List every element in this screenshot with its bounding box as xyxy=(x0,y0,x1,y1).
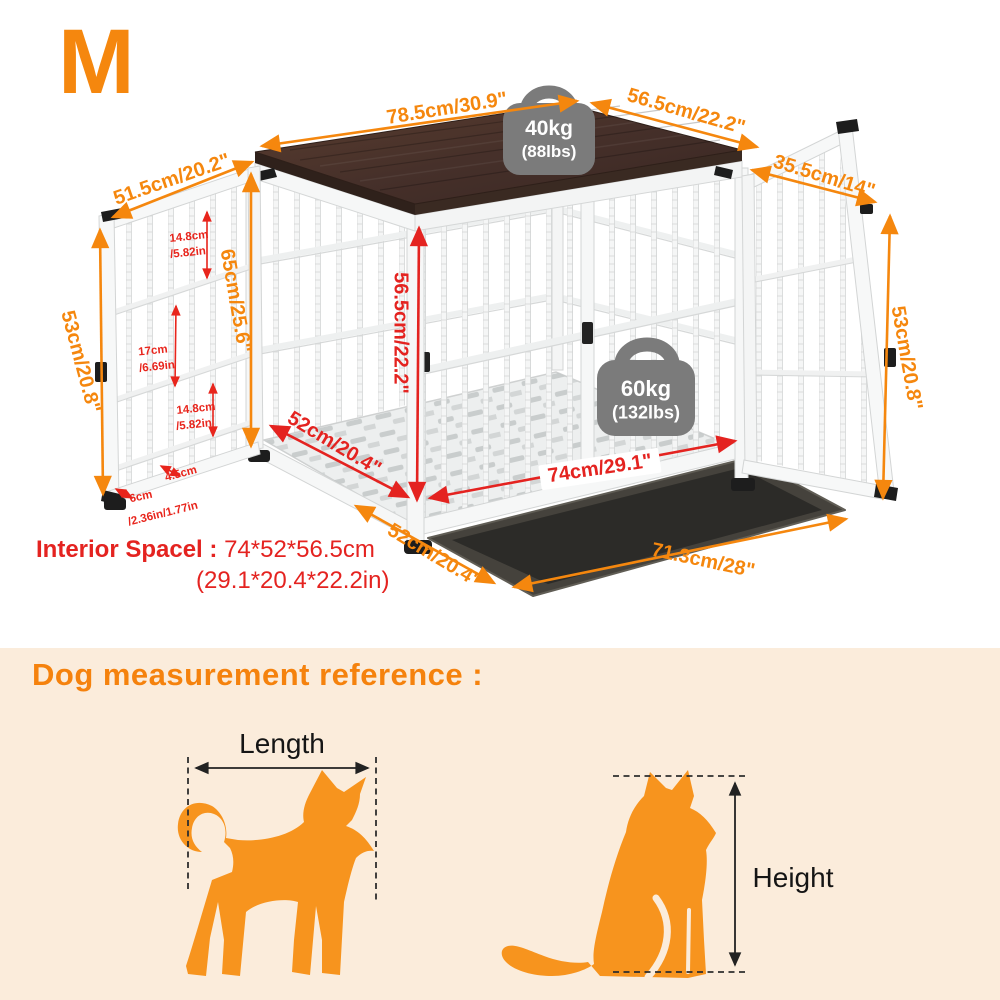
measure-guides xyxy=(187,757,748,973)
corner-cap-right xyxy=(714,166,733,179)
standing-dog-silhouette xyxy=(177,770,374,976)
kettlebell-60kg-icon xyxy=(597,337,695,436)
size-badge: M xyxy=(58,11,135,113)
interior-space-inch: (29.1*20.4*22.2in) xyxy=(196,567,390,594)
reference-title: Dog measurement reference : xyxy=(32,657,484,692)
weight-capacity-top: 40kg xyxy=(525,117,573,140)
length-label: Length xyxy=(239,728,325,759)
weight-capacity-floor: 60kg xyxy=(620,376,672,401)
measure-arrows-black xyxy=(194,761,742,967)
slide-door-latch xyxy=(582,322,593,344)
bar-gap-arrows xyxy=(114,210,218,499)
interior-space-note: Interior Spacel : 74*52*56.5cm xyxy=(36,536,375,564)
corner-cap-left xyxy=(256,168,277,181)
dimension-interior-height: 56.5cm/22.2" xyxy=(389,272,412,394)
weight-capacity-top-lbs: (88lbs) xyxy=(521,142,577,161)
door-corner-cap xyxy=(836,119,859,134)
interior-space-label: Interior Spacel : xyxy=(36,536,218,563)
weight-capacity-floor-lbs: (132lbs) xyxy=(611,402,681,423)
interior-space-cm: 74*52*56.5cm xyxy=(224,536,375,563)
reference-panel xyxy=(0,648,1000,1000)
door-hinge xyxy=(860,204,873,214)
dimension-arrows-orange xyxy=(91,94,899,593)
sitting-dog-silhouette xyxy=(501,770,716,981)
height-label: Height xyxy=(752,862,834,893)
